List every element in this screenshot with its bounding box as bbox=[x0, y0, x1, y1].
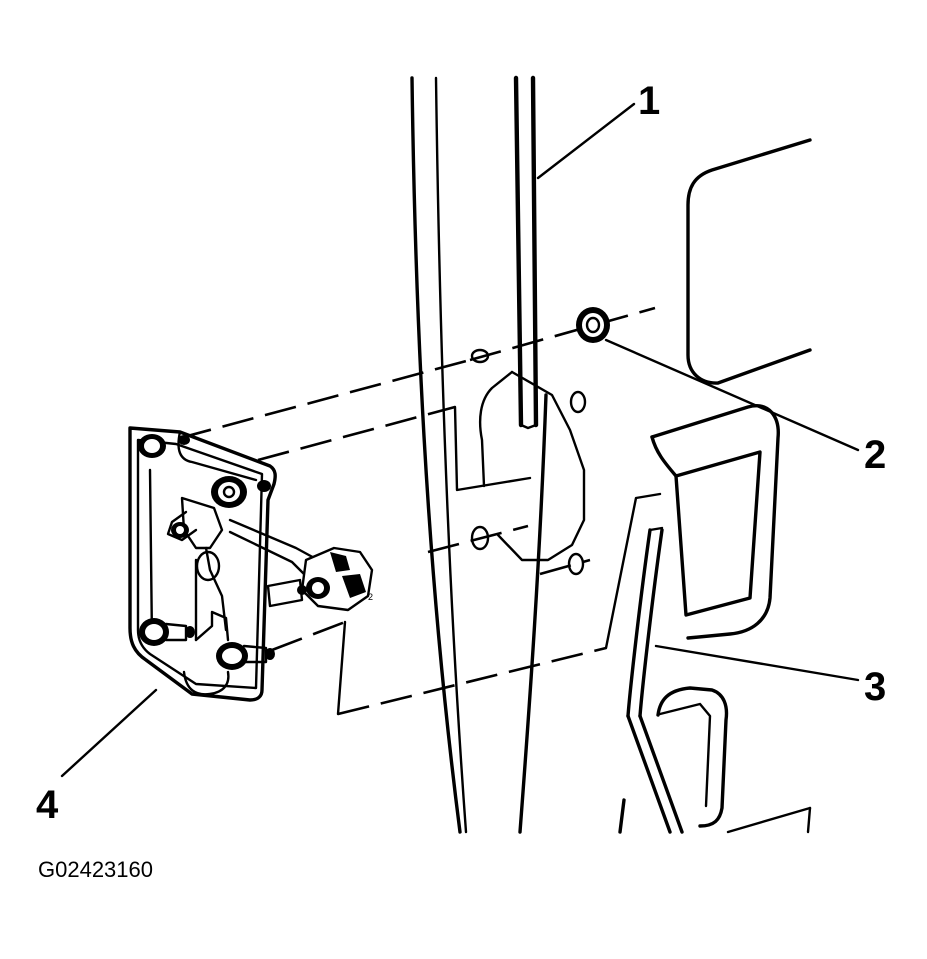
weatherstrip-channel bbox=[513, 75, 548, 834]
callout-1: 1 bbox=[638, 79, 660, 123]
leader-lines bbox=[60, 102, 860, 778]
leader-line-2 bbox=[604, 338, 860, 452]
leader-line-3 bbox=[654, 644, 860, 682]
figure-id: G02423160 bbox=[38, 857, 153, 882]
mounting-hole-lower-right bbox=[567, 552, 585, 576]
callout-4: 4 bbox=[36, 783, 59, 827]
door-inner-panel bbox=[650, 138, 812, 834]
callout-3: 3 bbox=[864, 665, 886, 709]
leader-line-4 bbox=[60, 688, 158, 778]
mounting-recess bbox=[470, 348, 587, 576]
door-check-link-assembly: 2 bbox=[128, 426, 374, 702]
mounting-hole-lower-left bbox=[470, 525, 490, 551]
mounting-hole-upper-right bbox=[569, 390, 587, 414]
door-frame-lines bbox=[410, 76, 468, 834]
door-hinge-pillar-bracket bbox=[618, 526, 684, 834]
leader-line-1 bbox=[536, 102, 636, 180]
small-part-mark: 2 bbox=[368, 592, 373, 602]
callout-2: 2 bbox=[864, 433, 886, 477]
alignment-lines bbox=[179, 306, 662, 716]
nut bbox=[576, 307, 610, 343]
